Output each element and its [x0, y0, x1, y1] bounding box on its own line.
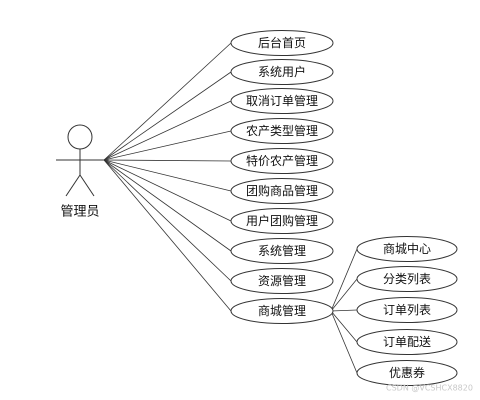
sub-use-case-shape: [356, 266, 458, 292]
use-case-label: 系统用户: [258, 64, 306, 79]
sub-association-line: [330, 278, 358, 312]
association-line: [103, 159, 232, 252]
use-case-label: 团购商品管理: [246, 183, 318, 198]
use-case-shape: [230, 268, 334, 294]
sub-use-case-shape: [356, 297, 458, 323]
sub-use-case-label: 订单配送: [383, 334, 431, 349]
use-case: 用户团购管理: [230, 208, 334, 234]
actor-figure: [56, 124, 104, 197]
use-case: 特价农产管理: [230, 148, 334, 174]
sub-use-case-shape: [356, 360, 458, 386]
sub-use-case: 优惠券: [356, 360, 458, 386]
actor-label: 管理员: [60, 205, 99, 220]
use-case-shape: [230, 298, 334, 324]
sub-use-case-label: 订单列表: [383, 303, 431, 317]
sub-use-case-label: 分类列表: [383, 272, 431, 286]
sub-use-case: 分类列表: [356, 266, 458, 292]
use-case-shape: [230, 88, 334, 114]
association-line: [103, 159, 232, 192]
sub-use-case-label: 优惠券: [389, 365, 425, 380]
use-case-label: 后台首页: [258, 35, 306, 50]
sub-use-case-shape: [356, 329, 458, 355]
sub-use-case-label: 商城中心: [383, 241, 431, 256]
association-lines: [103, 42, 358, 374]
use-case: 系统管理: [230, 238, 334, 264]
use-case: 后台首页: [230, 30, 334, 56]
use-case: 农产类型管理: [230, 118, 334, 144]
association-line: [103, 42, 232, 161]
use-case: 取消订单管理: [230, 88, 334, 114]
association-line: [103, 159, 232, 282]
sub-use-case: 订单配送: [356, 329, 458, 355]
actor-left-leg: [65, 174, 81, 197]
sub-association-line: [330, 310, 358, 343]
use-case: 商城管理: [230, 298, 334, 324]
use-case-label: 系统管理: [258, 243, 306, 258]
use-case-label: 用户团购管理: [246, 213, 318, 228]
association-line: [103, 159, 232, 222]
sub-use-case: 商城中心: [356, 236, 458, 262]
association-line: [103, 100, 232, 161]
association-line: [103, 159, 232, 162]
actor-right-leg: [79, 174, 95, 197]
use-case-shape: [230, 178, 334, 204]
use-case: 团购商品管理: [230, 178, 334, 204]
use-case-shape: [230, 238, 334, 264]
sub-association-line: [330, 309, 358, 312]
use-case: 资源管理: [230, 268, 334, 294]
association-line: [103, 71, 232, 161]
use-case-shape: [230, 148, 334, 174]
use-case-label: 资源管理: [258, 273, 306, 288]
sub-association-line: [330, 248, 358, 312]
sub-association-line: [330, 310, 358, 374]
use-case-label: 取消订单管理: [246, 93, 318, 108]
sub-use-case: 订单列表: [356, 297, 458, 323]
actor-head: [67, 124, 93, 150]
use-case-label: 农产类型管理: [246, 123, 318, 138]
association-line: [103, 159, 232, 312]
use-case-label: 特价农产管理: [246, 153, 318, 168]
sub-use-case-shape: [356, 236, 458, 262]
use-case-shape: [230, 118, 334, 144]
use-case-shape: [230, 59, 334, 85]
use-case-group: 后台首页系统用户取消订单管理农产类型管理特价农产管理团购商品管理用户团购管理系统…: [230, 30, 334, 324]
watermark: CSDN @VCSHCX8820: [386, 384, 473, 393]
use-case-shape: [230, 30, 334, 56]
use-case-shape: [230, 208, 334, 234]
association-line: [103, 130, 232, 161]
use-case-label: 商城管理: [258, 303, 306, 318]
use-case: 系统用户: [230, 59, 334, 85]
